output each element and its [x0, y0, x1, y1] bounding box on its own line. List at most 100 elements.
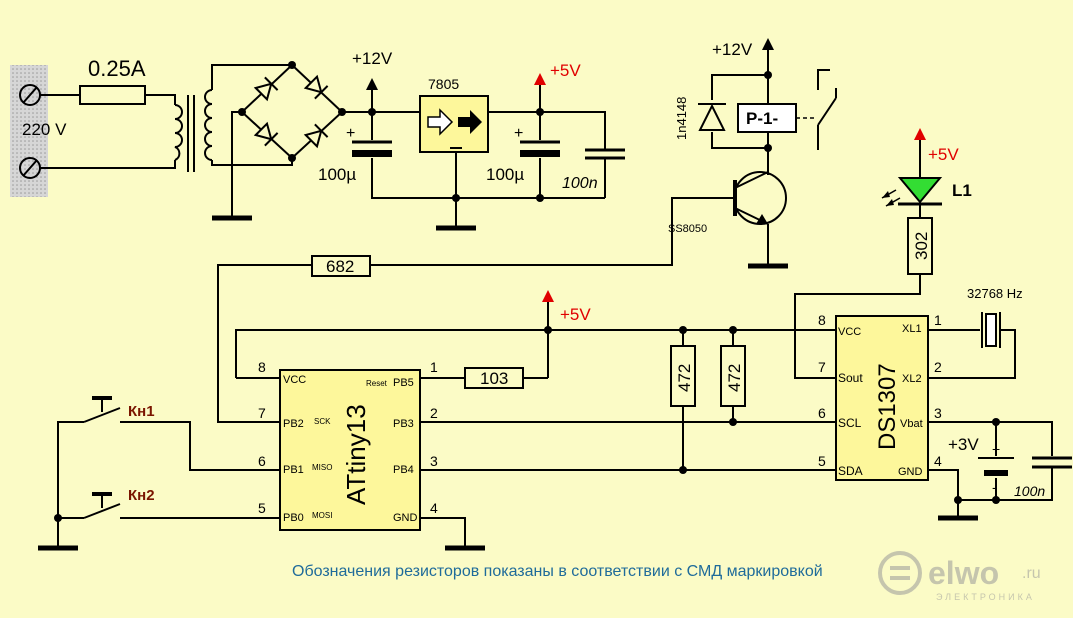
svg-text:XL1: XL1 [902, 323, 922, 335]
v12-relay-label: +12V [712, 40, 753, 59]
v5-label-top: +5V [550, 61, 581, 80]
battery-label: +3V [948, 435, 979, 454]
cap3-label: 100n [562, 175, 598, 192]
svg-text:6: 6 [818, 405, 826, 421]
rtc-name: DS1307 [874, 363, 901, 450]
v5-mid-arrow [542, 290, 554, 302]
transformer [174, 89, 213, 172]
svg-text:Sout: Sout [838, 371, 863, 385]
mcu-attiny13 [279, 369, 421, 531]
svg-text:1: 1 [934, 312, 942, 328]
svg-text:8: 8 [818, 312, 826, 328]
svg-text:4: 4 [430, 500, 438, 516]
base-resistor-wiring [217, 264, 312, 423]
capacitor-c3 [585, 148, 625, 160]
diode-label: 1n4148 [674, 97, 689, 140]
mcu-gnd-wiring [420, 517, 466, 548]
pullup-resistor-1 [670, 345, 696, 407]
v12-label: +12V [352, 49, 393, 68]
svg-text:PB2: PB2 [283, 418, 304, 430]
svg-text:3: 3 [934, 405, 942, 421]
svg-text:7: 7 [258, 405, 266, 421]
mcu-pin-labels: VCC Reset PB5 PB2 SCK PB3 PB1 MISO PB4 P… [283, 374, 418, 524]
svg-text:Reset: Reset [366, 379, 388, 388]
cap4-label: 100n [1014, 483, 1045, 499]
svg-text:MISO: MISO [312, 463, 332, 472]
mains-voltage-label: 220 V [22, 120, 67, 139]
rtc-pin-labels: VCC Sout SCL SDA XL1 XL2 Vbat GND [838, 323, 923, 478]
reset-resistor-label: 103 [480, 369, 508, 388]
svg-text:SDA: SDA [838, 464, 863, 478]
svg-text:1: 1 [430, 359, 438, 375]
i2c-wiring [420, 421, 836, 471]
button-kn2-label: Кн2 [128, 487, 155, 504]
v5-led-label: +5V [928, 145, 959, 164]
rtc-ds1307 [835, 315, 929, 481]
base-resistor [311, 255, 371, 277]
button-wiring [57, 421, 280, 548]
regulator-label: 7805 [428, 76, 459, 92]
svg-text:6: 6 [258, 453, 266, 469]
base-resistor-label: 682 [326, 257, 354, 276]
transistor-label: SS8050 [668, 223, 707, 235]
v12-relay-arrow [762, 38, 774, 50]
svg-text:+: + [992, 441, 1000, 457]
cap1-label: 100µ [318, 165, 356, 184]
svg-text:2: 2 [430, 405, 438, 421]
svg-text:SCL: SCL [838, 416, 862, 430]
svg-text:XL2: XL2 [902, 373, 922, 385]
svg-text:VCC: VCC [838, 326, 861, 338]
regulator-symbol [427, 108, 482, 149]
crystal-label: 32768 Hz [967, 286, 1023, 301]
svg-text:3: 3 [430, 453, 438, 469]
svg-text:PB5: PB5 [393, 377, 414, 389]
svg-text:GND: GND [393, 512, 418, 524]
site-logo: elwo .ru ЭЛЕКТРОНИКА [878, 551, 1041, 602]
relay-label: P-1- [746, 109, 778, 128]
svg-text:5: 5 [258, 500, 266, 516]
svg-text:MOSI: MOSI [312, 511, 332, 520]
primary-wiring [40, 94, 176, 169]
svg-text:VCC: VCC [283, 374, 306, 386]
transistor-wiring [370, 197, 769, 266]
svg-text:7: 7 [818, 359, 826, 375]
capacitor-c4 [1032, 456, 1072, 469]
battery: + - [978, 441, 1014, 495]
button-kn1-label: Кн1 [128, 403, 155, 420]
v5-mid-label: +5V [560, 305, 591, 324]
mains-terminal-block [10, 65, 48, 197]
cap2-label: 100µ [486, 165, 524, 184]
capacitor-c1: + [346, 125, 392, 157]
caption: Обозначения резисторов показаны в соотве… [292, 563, 823, 580]
secondary-wiring [211, 64, 292, 221]
mcu-pin-numbers: 8 7 6 5 1 2 3 4 [258, 359, 438, 516]
svg-text:Vbat: Vbat [900, 418, 923, 430]
transistor-ss8050 [733, 171, 787, 225]
v12-arrow [366, 78, 378, 90]
rectifier-output-wiring [231, 90, 605, 199]
button-kn2 [83, 492, 121, 519]
svg-text:PB4: PB4 [393, 464, 414, 476]
led-resistor-label: 302 [912, 232, 931, 260]
svg-text:PB0: PB0 [283, 512, 304, 524]
svg-text:ЭЛЕКТРОНИКА: ЭЛЕКТРОНИКА [936, 592, 1035, 602]
svg-text:PB1: PB1 [283, 464, 304, 476]
svg-text:+: + [514, 125, 523, 142]
crystal [981, 312, 1001, 348]
crystal-wiring [928, 329, 1016, 379]
v5-led-arrow [914, 128, 926, 140]
fuse-label: 0.25A [88, 56, 146, 81]
led-l1 [881, 177, 943, 207]
flyback-diode [698, 103, 726, 131]
led-label: L1 [952, 181, 972, 200]
svg-text:PB3: PB3 [393, 418, 414, 430]
svg-text:-: - [992, 479, 997, 495]
svg-text:2: 2 [934, 359, 942, 375]
svg-text:GND: GND [898, 466, 923, 478]
pullup-resistor-2 [720, 345, 746, 407]
bridge-rectifier [238, 61, 346, 162]
pullup-resistor-1-label: 472 [675, 364, 694, 392]
relay-contacts [817, 69, 837, 150]
svg-text:8: 8 [258, 359, 266, 375]
